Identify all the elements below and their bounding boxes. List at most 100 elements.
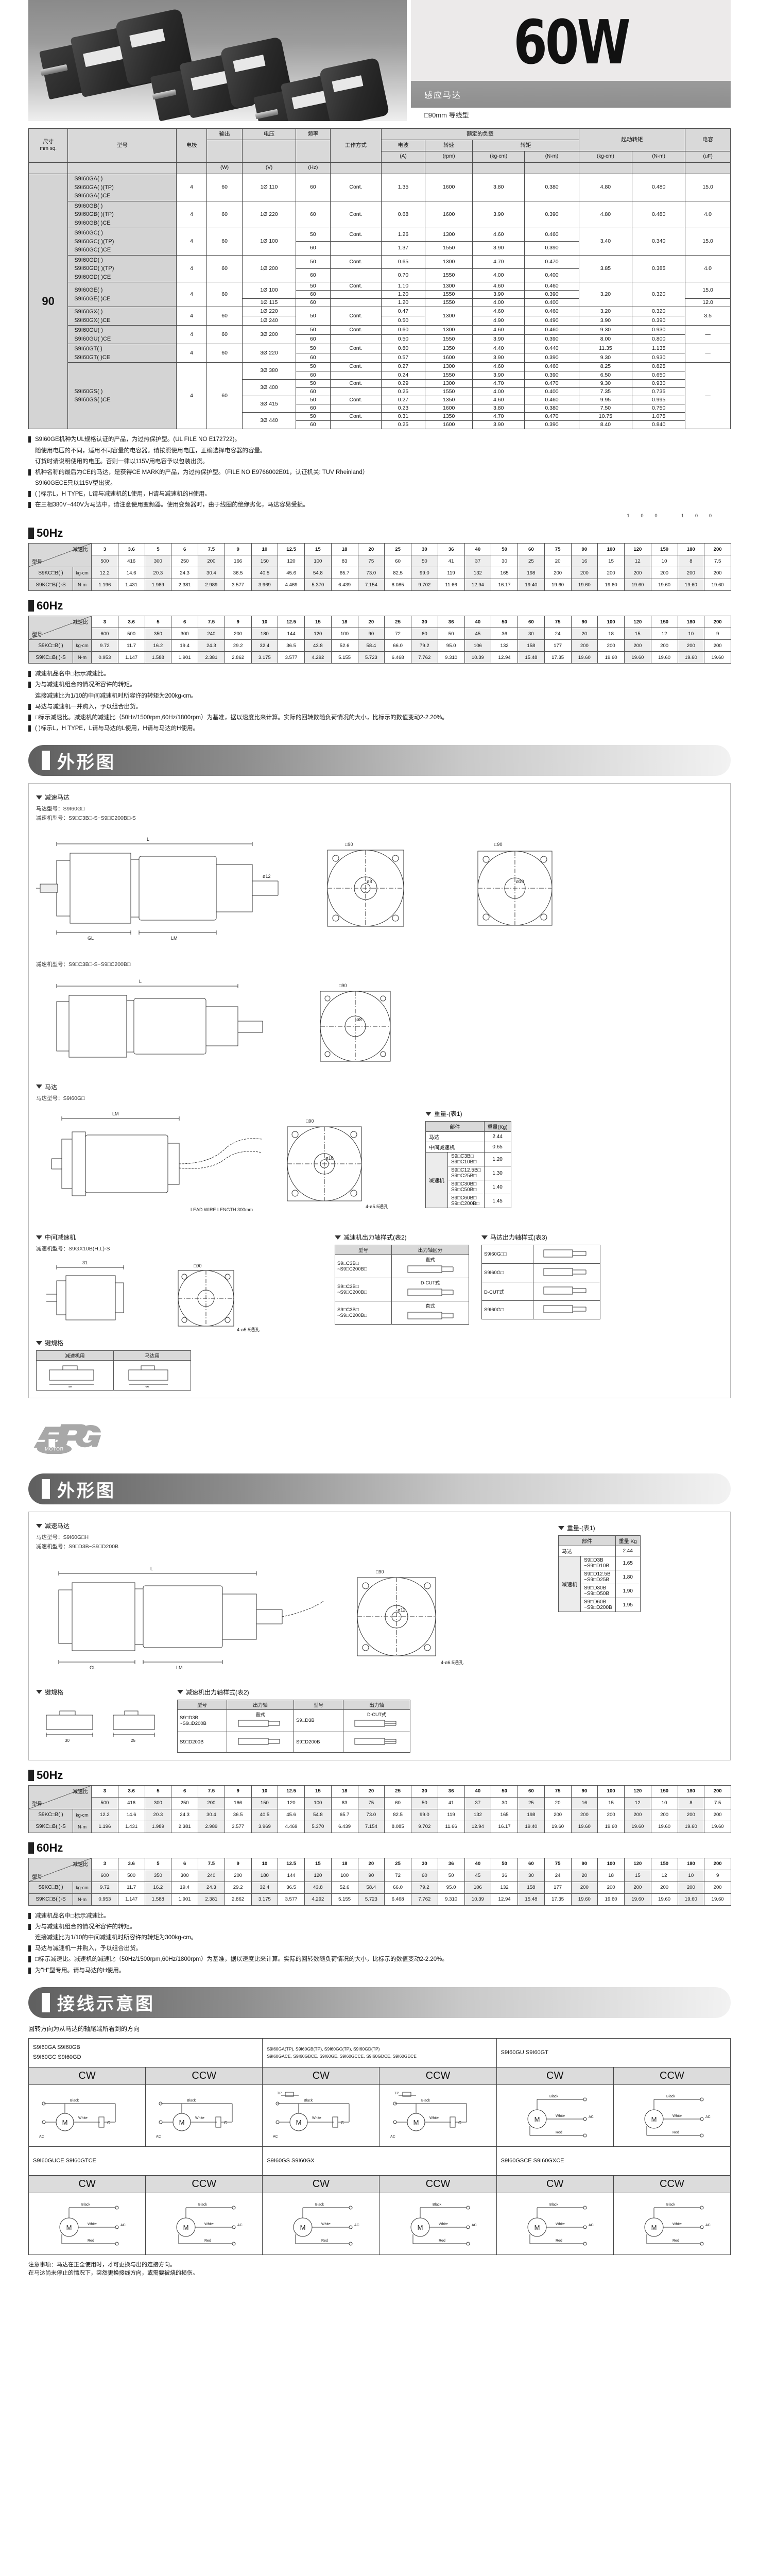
torque-nm-value: 19.60 xyxy=(677,579,705,591)
header-capacitor: 电容 xyxy=(685,128,731,151)
shaft-header: 出力轴 xyxy=(227,1699,294,1710)
ratio-value: 6 xyxy=(171,1857,198,1870)
ratio-value: 15 xyxy=(304,1857,332,1870)
svg-text:Black: Black xyxy=(433,2203,442,2207)
spec-capacitor: 15.0 xyxy=(685,228,731,256)
spec-tq-kg: 3.90 xyxy=(472,334,525,345)
svg-text:M: M xyxy=(413,2119,419,2126)
svg-text:ø10: ø10 xyxy=(516,879,524,884)
spec-start-kg: 8.40 xyxy=(578,420,633,430)
note-text: □标示减速比。减速机的减速比（50Hz/1500rpm,60Hz/1800rpm… xyxy=(35,714,448,721)
ratio-value: 36 xyxy=(437,1785,465,1798)
rpm-value: 16 xyxy=(571,555,598,568)
spec-start-kg: 3.90 xyxy=(578,316,633,326)
spec-duty: Cont. xyxy=(330,379,382,388)
spec-start-kg: 8.25 xyxy=(578,362,633,371)
torque-nm-value: 10.39 xyxy=(464,651,492,664)
power-rating: 60W xyxy=(513,6,631,78)
spec-current: 0.68 xyxy=(381,200,426,228)
note-text: 订货时请说明使用的电压。否则一律以115V用电容予以包装出货。 xyxy=(35,458,209,465)
bullet-icon xyxy=(28,469,31,476)
spec-speed: 1550 xyxy=(425,241,473,256)
rpm-value: 240 xyxy=(198,1869,225,1882)
svg-text:White: White xyxy=(88,2223,97,2226)
bullet-icon xyxy=(28,671,31,677)
model-label: S9KC□B( )-S xyxy=(28,651,73,664)
torque-nm-value: 1.196 xyxy=(91,579,118,591)
torque-kgcm-value: 19.4 xyxy=(171,1881,198,1894)
spec-tq-nm: 0.400 xyxy=(524,298,579,308)
motor-shaft-diagram xyxy=(533,1300,600,1320)
spec-freq: 50 xyxy=(295,362,331,371)
spec-start-nm: 0.995 xyxy=(632,395,686,405)
torque-kgcm-value: 200 xyxy=(677,1881,705,1894)
note-item: 机种名称的最后为CE的马达，是获得CE MARK的产品，为过热保护型。（FILE… xyxy=(28,467,731,478)
rpm-value: 20 xyxy=(571,628,598,640)
svg-text:□90: □90 xyxy=(376,1569,384,1574)
spec-start-kg: 4.80 xyxy=(578,200,633,228)
ratio-value: 12.5 xyxy=(278,616,305,629)
ratio-header-label: 减速比 xyxy=(73,620,88,626)
rpm-value: 45 xyxy=(464,628,492,640)
ratio-value: 3 xyxy=(91,1785,118,1798)
rpm-value: 50 xyxy=(437,628,465,640)
torque-nm-value: 5.155 xyxy=(331,651,358,664)
spec-speed: 1550 xyxy=(425,298,473,308)
keyway-label-1: 键规格 xyxy=(36,1338,324,1347)
spec-tq-kg: 3.90 xyxy=(472,241,525,256)
rpm-value: 50 xyxy=(411,1797,438,1809)
unit-current: (A) xyxy=(381,151,426,163)
spec-tq-nm: 0.380 xyxy=(524,174,579,201)
header-frequency: 频率 xyxy=(295,128,331,140)
weight-value: 1.80 xyxy=(615,1570,641,1585)
spec-duty xyxy=(330,387,382,396)
torque-nm-value: 19.40 xyxy=(518,1820,545,1833)
unit-torque-nm: (N-m) xyxy=(524,151,579,163)
spec-start-nm: 0.320 xyxy=(632,281,686,308)
ratio-value: 180 xyxy=(677,1857,705,1870)
shaft-model: S9□C3B□~S9□C200B□ xyxy=(335,1255,392,1279)
spec-duty: Cont. xyxy=(330,412,382,421)
shaft-type: D-CUT式 xyxy=(391,1278,469,1302)
svg-text:White: White xyxy=(204,2223,214,2226)
ratio-value: 3 xyxy=(91,543,118,556)
note-item: 马达与减速机一并购入，予以组合出货。 xyxy=(28,1943,731,1954)
ratio-value: 200 xyxy=(704,543,731,556)
ratio-value: 20 xyxy=(357,543,385,556)
rpm-value: 90 xyxy=(357,1869,385,1882)
ratio-value: 60 xyxy=(518,1785,545,1798)
spec-poles: 4 xyxy=(176,255,207,282)
spec-duty xyxy=(330,334,382,345)
torque-nm-value: 7.762 xyxy=(411,651,438,664)
torque-kgcm-value: 99.0 xyxy=(411,1808,438,1821)
spec-tq-kg: 3.90 xyxy=(472,420,525,430)
weight-row: S9□C60B□S9□C200B□1.45 xyxy=(426,1194,511,1209)
torque-kgcm-value: 200 xyxy=(650,1808,678,1821)
spec-voltage: 1Ø 240 xyxy=(242,316,296,326)
torque-kgcm-value: 177 xyxy=(544,639,572,652)
svg-text:ø8: ø8 xyxy=(367,879,372,884)
ratio-value: 200 xyxy=(704,1785,731,1798)
svg-text:4-ø5.5通孔: 4-ø5.5通孔 xyxy=(366,1204,388,1209)
motor-shaft-diagram xyxy=(533,1282,600,1301)
header-start-torque: 起动转矩 xyxy=(578,128,686,151)
torque-nm-value: 5.155 xyxy=(331,1893,358,1906)
torque-kgcm-value: 200 xyxy=(544,1808,572,1821)
ratio-value: 5 xyxy=(144,543,172,556)
rpm-value: 15 xyxy=(597,1797,625,1809)
wiring-direction: CCW xyxy=(145,2066,263,2085)
rpm-value: 60 xyxy=(411,628,438,640)
ratio-value: 75 xyxy=(544,1857,572,1870)
rpm-value: 200 xyxy=(224,1869,252,1882)
spec-tq-nm: 0.460 xyxy=(524,362,579,371)
torque-nm-value: 1.989 xyxy=(144,1820,172,1833)
svg-text:25: 25 xyxy=(131,1738,135,1743)
torque-kgcm-value: 24.3 xyxy=(171,567,198,580)
unit-start-nm: (N-m) xyxy=(632,151,686,163)
torque-kgcm-value: 16.2 xyxy=(144,639,172,652)
note-item: S9I60GE机种为UL规格认证的产品，为过热保护型。(UL FILE NO E… xyxy=(28,434,731,445)
svg-text:L: L xyxy=(147,837,149,842)
spec-output: 60 xyxy=(206,307,243,326)
